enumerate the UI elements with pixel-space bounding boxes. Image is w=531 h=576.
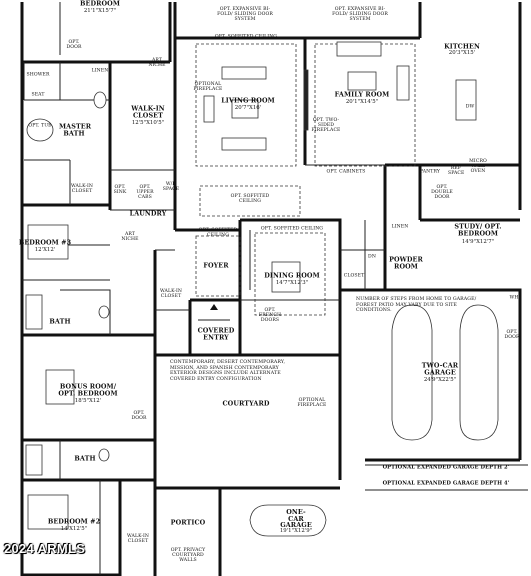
room-kitchen-dims: 20'3"X15' — [448, 50, 476, 57]
room-bonus-dims: 18'5"X12' — [74, 398, 102, 405]
room-foyer-name: FOYER — [203, 261, 229, 270]
label-pantry: PANTRY — [419, 169, 441, 175]
label-walkin-closet-mid: WALK-IN CLOSET — [159, 289, 183, 299]
label-wh: WH — [509, 295, 519, 301]
label-soffit-dining: OPT. SOFFITED CEILING — [260, 226, 324, 232]
label-fireplace-living: OPTIONAL FIREPLACE — [193, 82, 223, 92]
label-art-niche-top: ART NICHE — [148, 58, 166, 68]
label-shower: SHOWER — [26, 72, 50, 78]
room-bedroom3-name: BEDROOM #3 — [18, 238, 72, 247]
label-opt-door-bonus: OPT. DOOR — [131, 411, 147, 421]
label-opt-french-doors: OPT. FRENCH DOORS — [258, 307, 282, 323]
room-bedroom2-dims: 14'X12'5" — [60, 526, 88, 533]
label-tub: OPT. TUB — [28, 123, 52, 129]
room-bedroom2-name: BEDROOM #2 — [47, 517, 101, 526]
label-two-sided-fireplace: OPT. TWO-SIDED FIREPLACE — [311, 117, 341, 133]
room-bath-low-name: BATH — [74, 454, 96, 463]
room-walkin-master-name: WALK-IN CLOSET — [131, 104, 165, 119]
room-living-dims: 20'7"X16' — [234, 105, 262, 112]
label-opt-upper-cabs: OPT. UPPER CABS — [136, 184, 154, 200]
label-linen-mid: LINEN — [391, 224, 409, 230]
room-two-car-dims: 24'9"X22'5" — [423, 377, 457, 384]
room-bedroom3-dims: 12'X12' — [34, 247, 56, 254]
room-powder-name: POWDER ROOM — [389, 255, 423, 270]
watermark: 2024 ARMLS — [4, 541, 86, 556]
label-sliding-door-2: OPT. EXPANSIVE BI-FOLD/ SLIDING DOOR SYS… — [332, 6, 388, 22]
label-soffit-mid: OPT. SOFFITED CEILING — [230, 194, 270, 204]
label-sliding-door-1: OPT. EXPANSIVE BI-FOLD/ SLIDING DOOR SYS… — [217, 6, 273, 22]
label-wd-space: W/D SPACE — [162, 182, 180, 192]
label-ref-space: REF SPACE — [448, 166, 465, 176]
room-dining-dims: 14'7"X12'3" — [275, 280, 309, 287]
label-garage-depth-2: OPTIONAL EXPANDED GARAGE DEPTH 2' — [382, 464, 510, 471]
room-bonus-name: BONUS ROOM/ OPT. BEDROOM — [58, 382, 118, 397]
room-courtyard-name: COURTYARD — [222, 399, 270, 408]
label-opt-cabinets: OPT. CABINETS — [326, 169, 366, 175]
label-linen-top: LINEN — [91, 68, 109, 74]
room-one-car-dims: 19'1"X12'9" — [279, 528, 313, 535]
room-living-name: LIVING ROOM — [221, 96, 275, 105]
label-dn: DN — [368, 254, 376, 260]
room-bath-mid-name: BATH — [49, 317, 71, 326]
room-dining-name: DINING ROOM — [264, 271, 320, 280]
label-closet: CLOSET — [343, 273, 365, 279]
room-master-bath-name: MASTER BATH — [59, 122, 92, 137]
room-two-car-name: TWO-CAR GARAGE — [421, 361, 459, 376]
room-walkin-master-dims: 12'5"X10'5" — [131, 120, 165, 127]
room-kitchen-name: KITCHEN — [444, 42, 480, 51]
label-style-note: CONTEMPORARY, DESERT CONTEMPORARY, MISSI… — [170, 360, 286, 382]
label-art-niche-mid: ART NICHE — [121, 232, 139, 242]
label-dw: DW — [465, 104, 475, 110]
label-steps-note: NUMBER OF STEPS FROM HOME TO GARAGE/ FOR… — [356, 297, 477, 314]
label-opt-sink: OPT. SINK — [113, 185, 127, 195]
room-covered-entry-name: COVERED ENTRY — [197, 326, 235, 341]
label-soffit-top: OPT. SOFFITED CEILING — [214, 34, 278, 40]
label-privacy-walls: OPT. PRIVACY COURTYARD WALLS — [170, 547, 206, 563]
label-micro-wall-oven: MICRO WALL OVEN — [469, 158, 487, 174]
label-walkin-closet-low: WALK-IN CLOSET — [126, 534, 150, 544]
label-soffit-foyer: OPT. SOFFITED CEILING — [198, 228, 238, 238]
room-bedroom-top-dims: 21'1"X15'7" — [83, 8, 117, 15]
room-family-name: FAMILY ROOM — [334, 90, 390, 99]
label-opt-door-top: OPT. DOOR — [66, 40, 82, 50]
room-one-car-name: ONE-CAR GARAGE — [280, 507, 312, 530]
room-family-dims: 20'1"X14'5" — [345, 99, 379, 106]
label-garage-depth-4: OPTIONAL EXPANDED GARAGE DEPTH 4' — [382, 480, 510, 487]
label-opt-double-door: OPT. DOUBLE DOOR — [431, 184, 453, 200]
room-portico-name: PORTICO — [170, 518, 206, 527]
label-seat: SEAT — [31, 92, 45, 98]
room-study-dims: 14'9"X12'7" — [461, 239, 495, 246]
label-opt-fireplace-court: OPTIONAL FIREPLACE — [297, 398, 327, 408]
room-study-name: STUDY/ OPT. BEDROOM — [454, 222, 502, 237]
label-walkin-closet-master: WALK-IN CLOSET — [70, 184, 94, 194]
room-laundry-name: LAUNDRY — [129, 209, 167, 218]
label-opt-door-garage: OPT. DOOR — [504, 330, 520, 340]
room-bedroom-top-name: BEDROOM — [79, 0, 121, 8]
